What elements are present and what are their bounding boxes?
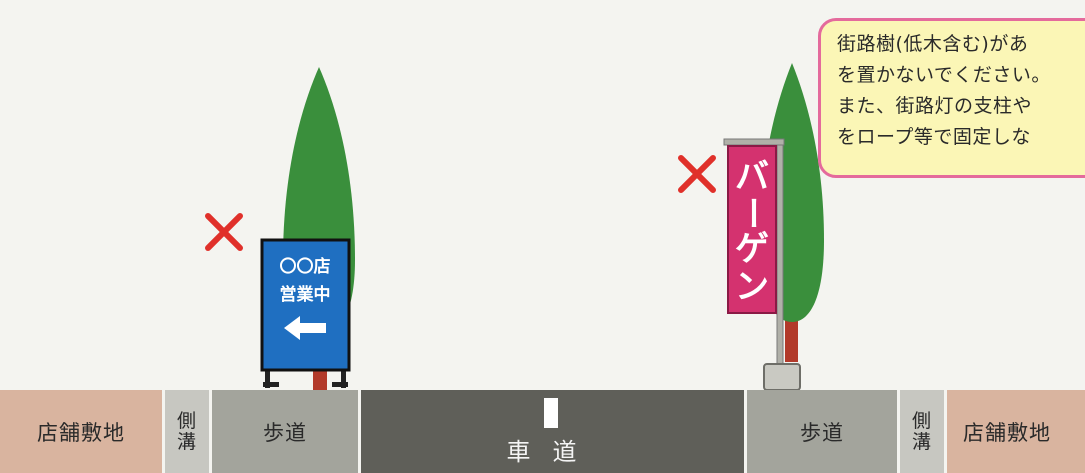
banner-pole xyxy=(776,139,784,371)
callout-line-3: また、街路灯の支柱や xyxy=(837,95,1033,117)
sidewalk-right-label: 歩道 xyxy=(800,420,844,445)
shop-land-right-label: 店舗敷地 xyxy=(963,420,1051,445)
gutter-right-char-1: 側 xyxy=(911,409,932,432)
banner-base xyxy=(763,363,801,391)
gutter-left-char-1: 側 xyxy=(176,409,197,432)
gutter-right-char-2: 溝 xyxy=(911,430,932,453)
banner-cloth xyxy=(727,145,777,314)
banner-char-1: バ xyxy=(735,157,769,197)
callout-line-4: をロープ等で固定しな xyxy=(837,126,1031,148)
ground-strip: 店舗敷地 側 溝 歩道 車道 歩道 側 溝 店舗敷地 xyxy=(0,390,1085,473)
banner-char-2: ー xyxy=(732,196,772,230)
shop-land-left: 店舗敷地 xyxy=(0,390,162,473)
signboard-line2: 営業中 xyxy=(280,284,331,305)
banner-char-4: ン xyxy=(735,267,769,307)
signboard-foot-right xyxy=(332,382,348,387)
roadway: 車道 xyxy=(361,390,744,473)
sidewalk-left-label: 歩道 xyxy=(263,420,307,445)
callout-line-1: 街路樹(低木含む)があ xyxy=(837,33,1029,55)
signboard-panel xyxy=(260,238,351,372)
gutter-left-char-2: 溝 xyxy=(176,430,197,453)
signboard-foot-left xyxy=(263,382,279,387)
cross-icon-right xyxy=(678,155,716,193)
gutter-left: 側 溝 xyxy=(165,390,209,473)
callout-box: 街路樹(低木含む)があ を置かないでください。 また、街路灯の支柱や をロープ等… xyxy=(818,18,1085,178)
shop-land-left-label: 店舗敷地 xyxy=(37,420,125,445)
sidewalk-left: 歩道 xyxy=(212,390,358,473)
signboard-leg-left xyxy=(265,368,270,388)
banner-char-3: ゲ xyxy=(735,229,769,269)
callout-line-2: を置かないでください。 xyxy=(837,64,1051,86)
signboard-line1: 〇〇店 xyxy=(280,256,331,277)
gutter-right: 側 溝 xyxy=(900,390,944,473)
signboard: 〇〇店 営業中 xyxy=(260,238,351,388)
cross-icon-left xyxy=(205,213,243,251)
shop-land-right: 店舗敷地 xyxy=(947,390,1085,473)
banner-top-bar xyxy=(723,138,785,146)
sidewalk-right: 歩道 xyxy=(747,390,897,473)
roadway-label: 車道 xyxy=(506,438,599,466)
signboard-arrow-icon xyxy=(284,316,326,340)
signboard-leg-right xyxy=(341,368,346,388)
